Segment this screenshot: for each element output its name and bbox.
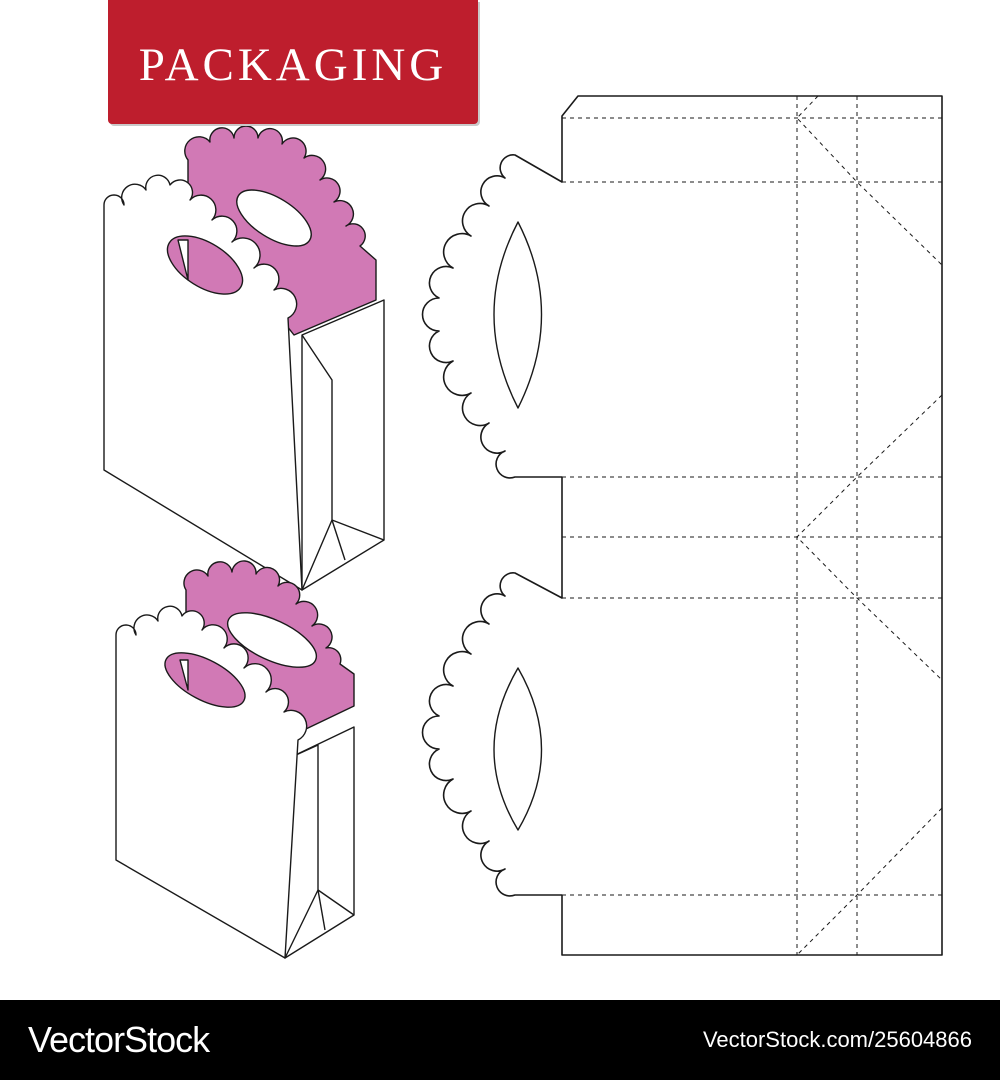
watermark-footer: VectorStock VectorStock.com/25604866 [0, 1000, 1000, 1080]
footer-brand: VectorStock [28, 1019, 210, 1060]
packaging-illustration [103, 95, 943, 959]
title-banner: PACKAGING [108, 0, 478, 124]
banner-title: PACKAGING [138, 39, 448, 91]
bag-dieline [421, 95, 943, 956]
bag-3d-tall [103, 125, 385, 591]
bag-3d-short [115, 560, 355, 959]
footer-image-id: VectorStock.com/25604866 [702, 1027, 972, 1052]
